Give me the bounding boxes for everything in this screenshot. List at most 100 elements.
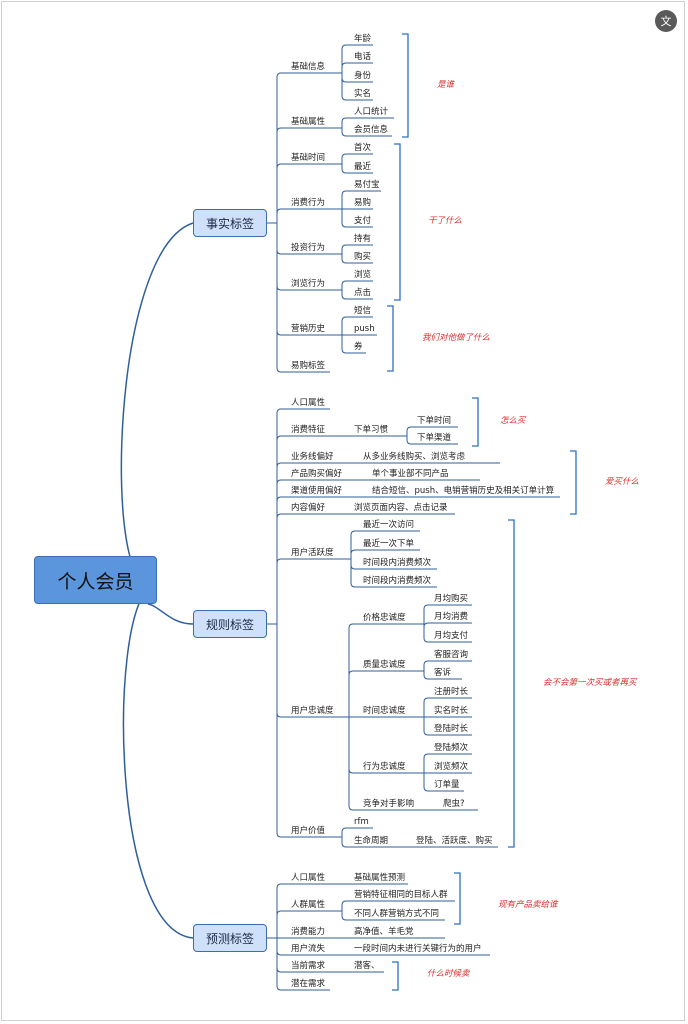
node-competitor[interactable]: 竞争对手影响 [363,799,415,809]
leaf[interactable]: 登陆时长 [434,724,469,734]
leaf[interactable]: 登陆、活跃度、购买 [416,836,493,846]
node-crowd[interactable]: 人群属性 [291,900,326,910]
node-ability[interactable]: 消费能力 [291,927,326,937]
leaf[interactable]: rfm [354,817,369,827]
leaf[interactable]: 不同人群营销方式不同 [354,909,440,919]
root-connector [147,603,194,625]
leaf[interactable]: 实名 [354,89,372,99]
leaf[interactable]: 月均购买 [434,594,469,604]
branch-predict-tags[interactable]: 预测标签 [193,924,267,952]
connector-line [423,622,472,628]
leaf[interactable]: 短信 [354,306,372,316]
leaf[interactable]: 券 [354,342,363,352]
node-quality-loyalty[interactable]: 质量忠诚度 [363,660,406,670]
node-basic-time[interactable]: 基础时间 [291,153,326,163]
node-potential-need[interactable]: 潜在需求 [291,979,326,989]
leaf[interactable]: 会员信息 [354,125,389,135]
node-invest[interactable]: 投资行为 [291,243,326,253]
leaf[interactable]: 营销特征相同的目标人群 [354,890,448,900]
connector-line [276,408,330,414]
connector-line [276,479,355,485]
node-rule-population[interactable]: 人口属性 [291,398,326,408]
leaf[interactable]: 结合短信、push、电销营销历史及相关订单计算 [372,486,555,496]
node-current-need[interactable]: 当前需求 [291,961,326,971]
leaf[interactable]: 浏览 [354,270,372,280]
leaf[interactable]: 注册时长 [434,687,469,697]
leaf[interactable]: 客服咨询 [434,650,469,660]
node-channel-pref[interactable]: 渠道使用偏好 [291,486,343,496]
connector-line [276,832,330,838]
node-basic-info[interactable]: 基础信息 [291,62,326,72]
node-consume-feature[interactable]: 消费特征 [291,425,326,435]
branch-fact-tags[interactable]: 事实标签 [193,209,267,237]
leaf[interactable]: 首次 [354,143,372,153]
leaf[interactable]: 订单量 [434,780,460,790]
leaf[interactable]: 支付 [354,216,372,226]
translate-icon[interactable]: 文 [655,10,677,32]
leaf[interactable]: 爬虫? [443,799,465,809]
node-price-loyalty[interactable]: 价格忠诚度 [363,613,406,623]
leaf[interactable]: 易付宝 [354,180,380,190]
connector-line [276,163,330,169]
connector-line [341,900,455,906]
connector-line [341,168,373,174]
leaf[interactable]: 最近一次下单 [363,539,415,549]
leaf[interactable]: 电话 [354,52,372,62]
node-consume[interactable]: 消费行为 [291,198,326,208]
node-user-value[interactable]: 用户价值 [291,826,326,836]
connector-line [350,549,420,555]
connector-line [350,530,420,536]
leaf[interactable]: 身份 [354,71,372,81]
leaf[interactable]: 下单渠道 [417,433,452,443]
leaf[interactable]: 一段时间内未进行关键行为的用户 [354,944,482,954]
leaf[interactable]: 月均消费 [434,612,469,622]
leaf[interactable]: 月均支付 [434,631,469,641]
root-node[interactable]: 个人会员 [34,556,157,604]
node-lifecycle[interactable]: 生命周期 [354,836,389,846]
node-behavior-loyalty[interactable]: 行为忠诚度 [363,762,406,772]
node-basic-attr[interactable]: 基础属性 [291,117,326,127]
leaf[interactable]: 实名时长 [434,706,469,716]
leaf[interactable]: push [354,324,375,334]
leaf[interactable]: 浏览频次 [434,762,469,772]
leaf[interactable]: 最近 [354,162,372,172]
node-content-pref[interactable]: 内容偏好 [291,503,326,513]
leaf[interactable]: 单个事业部不同产品 [372,469,449,479]
leaf[interactable]: 基础属性预测 [354,873,406,883]
leaf[interactable]: 浏览页面内容、点击记录 [354,503,448,513]
connector-line [341,316,373,322]
leaf[interactable]: 购买 [354,252,372,262]
leaf[interactable]: 时间段内消费频次 [363,558,432,568]
leaf[interactable]: 点击 [354,288,372,298]
leaf[interactable]: 最近一次访问 [363,520,415,530]
node-browse[interactable]: 浏览行为 [291,279,326,289]
leaf[interactable]: 下单时间 [417,416,452,426]
connector-line [341,62,373,68]
leaf[interactable]: 从多业务线购买、浏览考虑 [363,452,466,462]
leaf[interactable]: 客诉 [434,668,452,678]
bracket-line [508,519,515,848]
node-activity[interactable]: 用户活跃度 [291,548,334,558]
node-biz-pref[interactable]: 业务线偏好 [291,452,334,462]
node-predict-population[interactable]: 人口属性 [291,873,326,883]
branch-rule-tags[interactable]: 规则标签 [193,610,267,638]
node-churn[interactable]: 用户流失 [291,944,326,954]
leaf[interactable]: 高净值、羊毛党 [354,927,414,937]
node-yigou-tag[interactable]: 易购标签 [291,361,326,371]
connector-line [348,623,413,629]
node-product-pref[interactable]: 产品购买偏好 [291,469,343,479]
node-marketing[interactable]: 营销历史 [291,324,326,334]
leaf[interactable]: 时间段内消费频次 [363,576,432,586]
leaf[interactable]: 潜客、 [354,961,380,971]
connector-line [406,426,458,432]
bracket-line [387,305,394,372]
node-loyalty[interactable]: 用户忠诚度 [291,706,334,716]
leaf[interactable]: 易购 [354,198,372,208]
leaf[interactable]: 持有 [354,234,372,244]
leaf[interactable]: 年龄 [354,34,372,44]
leaf[interactable]: 登陆频次 [434,743,469,753]
node-time-loyalty[interactable]: 时间忠诚度 [363,706,406,716]
leaf[interactable]: 人口统计 [354,107,389,117]
node-order-habit[interactable]: 下单习惯 [354,425,389,435]
